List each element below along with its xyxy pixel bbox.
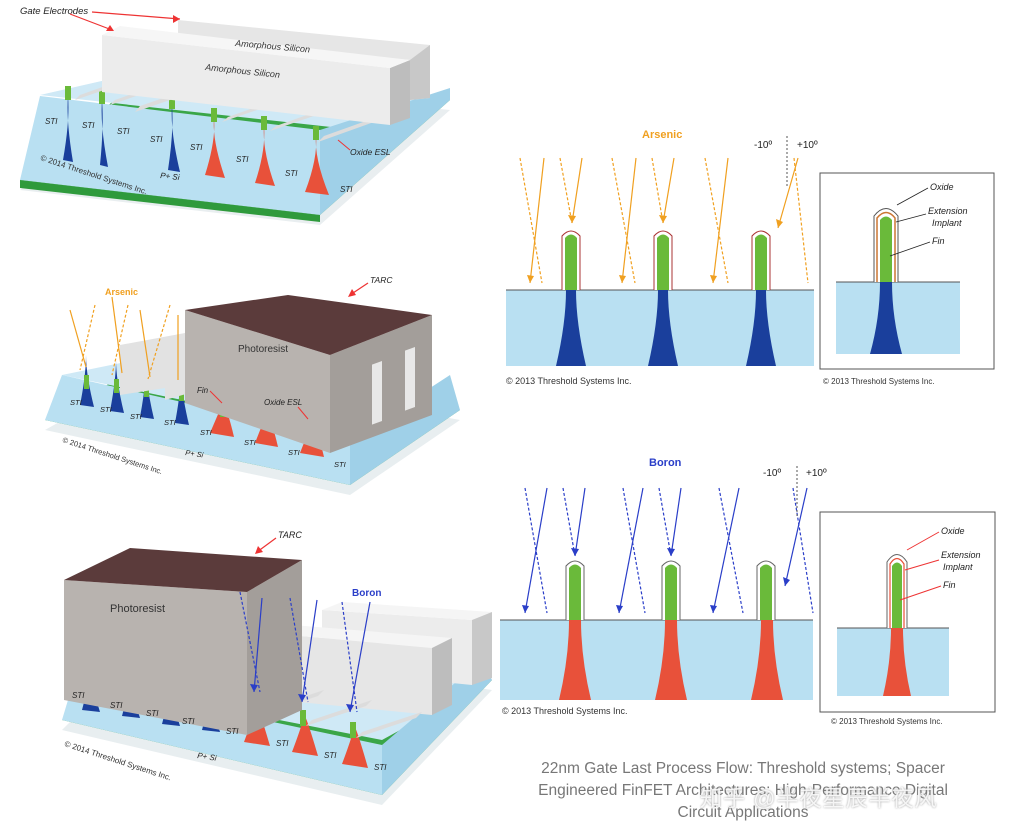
p-plus-si-label: P+ Si bbox=[197, 751, 218, 763]
sti-label: STI bbox=[100, 405, 112, 414]
copyright: © 2013 Threshold Systems Inc. bbox=[502, 706, 628, 716]
angle-negative-label: -10º bbox=[754, 140, 772, 151]
photoresist-label: Photoresist bbox=[110, 603, 165, 615]
tarc-layer bbox=[64, 548, 302, 592]
sti-label: STI bbox=[244, 438, 256, 447]
sti-label: STI bbox=[45, 117, 58, 126]
p-plus-si-label: P+ Si bbox=[185, 448, 205, 459]
oxide-esl-label: Oxide ESL bbox=[350, 147, 391, 157]
inset-oxide-label: Oxide bbox=[941, 526, 965, 536]
sti-label: STI bbox=[236, 155, 249, 164]
panel-arsenic-implant-3d: Photoresist TARC Arsenic Fin Oxide ESL S… bbox=[45, 275, 460, 495]
angle-negative-label: -10º bbox=[763, 468, 781, 479]
angle-positive-label: +10º bbox=[797, 140, 818, 151]
photoresist-block bbox=[64, 580, 247, 735]
inset-implant-label: Implant bbox=[932, 218, 962, 228]
sti-label: STI bbox=[200, 428, 212, 437]
sti-label: STI bbox=[334, 460, 346, 469]
sti-label: STI bbox=[276, 739, 289, 748]
boron-label: Boron bbox=[352, 588, 381, 599]
sti-label: STI bbox=[288, 448, 300, 457]
fins bbox=[65, 86, 319, 140]
arsenic-implant-profiles bbox=[556, 290, 776, 366]
figure-caption: 22nm Gate Last Process Flow: Threshold s… bbox=[508, 758, 978, 824]
boron-label: Boron bbox=[649, 457, 682, 469]
sti-label: STI bbox=[72, 691, 85, 700]
panel-arsenic-cross-section: Arsenic -10º +10º © 2013 Threshold Syste… bbox=[506, 129, 995, 386]
amorphous-silicon-block-2 bbox=[178, 20, 430, 100]
arsenic-label: Arsenic bbox=[105, 287, 138, 297]
sti-label: STI bbox=[374, 763, 387, 772]
sti-label: STI bbox=[164, 418, 176, 427]
sti-label: STI bbox=[226, 727, 239, 736]
sti-label: STI bbox=[190, 143, 203, 152]
panel-boron-cross-section: Boron -10º +10º © 2013 Threshold Systems… bbox=[500, 457, 996, 726]
inset-implant-label: Implant bbox=[943, 562, 973, 572]
photoresist-label: Photoresist bbox=[238, 344, 288, 355]
inset-fin-label: Fin bbox=[932, 236, 945, 246]
panel-gate-electrodes: Amorphous Silicon Amorphous Silicon Gate… bbox=[20, 6, 450, 225]
boron-implants bbox=[205, 118, 329, 195]
arsenic-label: Arsenic bbox=[642, 129, 682, 141]
sti-label: STI bbox=[130, 412, 142, 421]
inset-copyright: © 2013 Threshold Systems Inc. bbox=[823, 377, 935, 386]
boron-beam-arrows bbox=[239, 591, 371, 713]
copyright: © 2013 Threshold Systems Inc. bbox=[506, 376, 632, 386]
inset-fin-label: Fin bbox=[943, 580, 956, 590]
arsenic-implants bbox=[63, 96, 180, 172]
fin-cross-sections bbox=[561, 230, 771, 290]
fin-label: Fin bbox=[197, 386, 209, 395]
sti-label: STI bbox=[82, 121, 95, 130]
sti-label: STI bbox=[324, 751, 337, 760]
sti-label: STI bbox=[117, 127, 130, 136]
sti-label: STI bbox=[146, 709, 159, 718]
arsenic-beam-arrows bbox=[69, 296, 179, 380]
fin-cross-sections bbox=[565, 560, 776, 620]
sti-label: STI bbox=[182, 717, 195, 726]
angle-positive-label: +10º bbox=[806, 468, 827, 479]
sti-label: STI bbox=[110, 701, 123, 710]
inset-oxide-label: Oxide bbox=[930, 182, 954, 192]
oxide-esl-label: Oxide ESL bbox=[264, 398, 302, 407]
inset-extension-label: Extension bbox=[928, 206, 968, 216]
boron-implant-profiles bbox=[559, 620, 783, 700]
inset-extension-label: Extension bbox=[941, 550, 981, 560]
boron-beam-arrows bbox=[524, 487, 814, 614]
sti-label: STI bbox=[70, 398, 82, 407]
sti-label: STI bbox=[150, 135, 163, 144]
sti-label: STI bbox=[340, 185, 353, 194]
caption-line-3: Circuit Applications bbox=[677, 804, 809, 821]
caption-line-2: Engineered FinFET Architectures: High-Pe… bbox=[538, 782, 948, 799]
tarc-layer bbox=[185, 295, 432, 355]
photoresist-block bbox=[185, 310, 330, 453]
arsenic-beam-arrows bbox=[519, 157, 809, 284]
sti-label: STI bbox=[285, 169, 298, 178]
gate-electrodes-label: Gate Electrodes bbox=[20, 6, 88, 17]
inset-copyright: © 2013 Threshold Systems Inc. bbox=[831, 717, 943, 726]
tarc-label: TARC bbox=[370, 275, 393, 285]
panel-boron-implant-3d: Photoresist TARC Boron STI STI STI STI S… bbox=[62, 530, 492, 805]
watermark: 知乎 @半夜星辰半夜风 bbox=[700, 786, 938, 811]
p-plus-si-label: P+ Si bbox=[160, 171, 180, 182]
amorphous-silicon-block-1 bbox=[102, 35, 390, 125]
caption-line-1: 22nm Gate Last Process Flow: Threshold s… bbox=[541, 760, 945, 777]
tarc-label: TARC bbox=[278, 530, 302, 540]
